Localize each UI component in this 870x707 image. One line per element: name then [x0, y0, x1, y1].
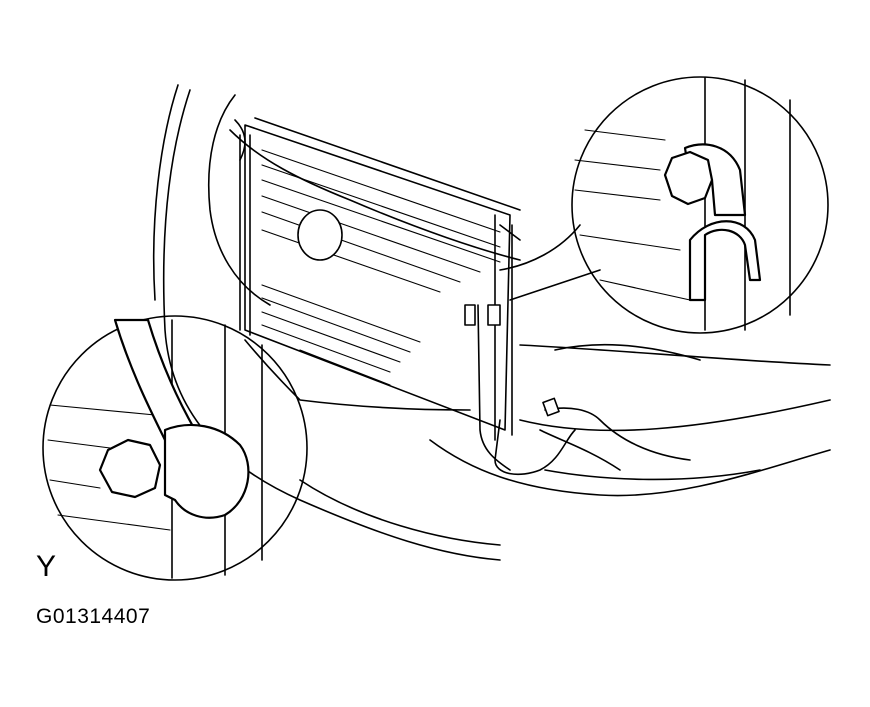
- vehicle-front-body: [152, 84, 831, 561]
- figure-code-label: G01314407: [36, 605, 151, 628]
- detail-callout-right: [571, 76, 829, 334]
- condenser-core: [229, 117, 521, 431]
- condenser-side-tank: [464, 214, 576, 476]
- view-letter-label: Y: [36, 550, 57, 583]
- refrigerant-hose: [539, 397, 691, 471]
- detail-callout-left: [42, 315, 308, 581]
- callout-leader-left: [244, 339, 471, 411]
